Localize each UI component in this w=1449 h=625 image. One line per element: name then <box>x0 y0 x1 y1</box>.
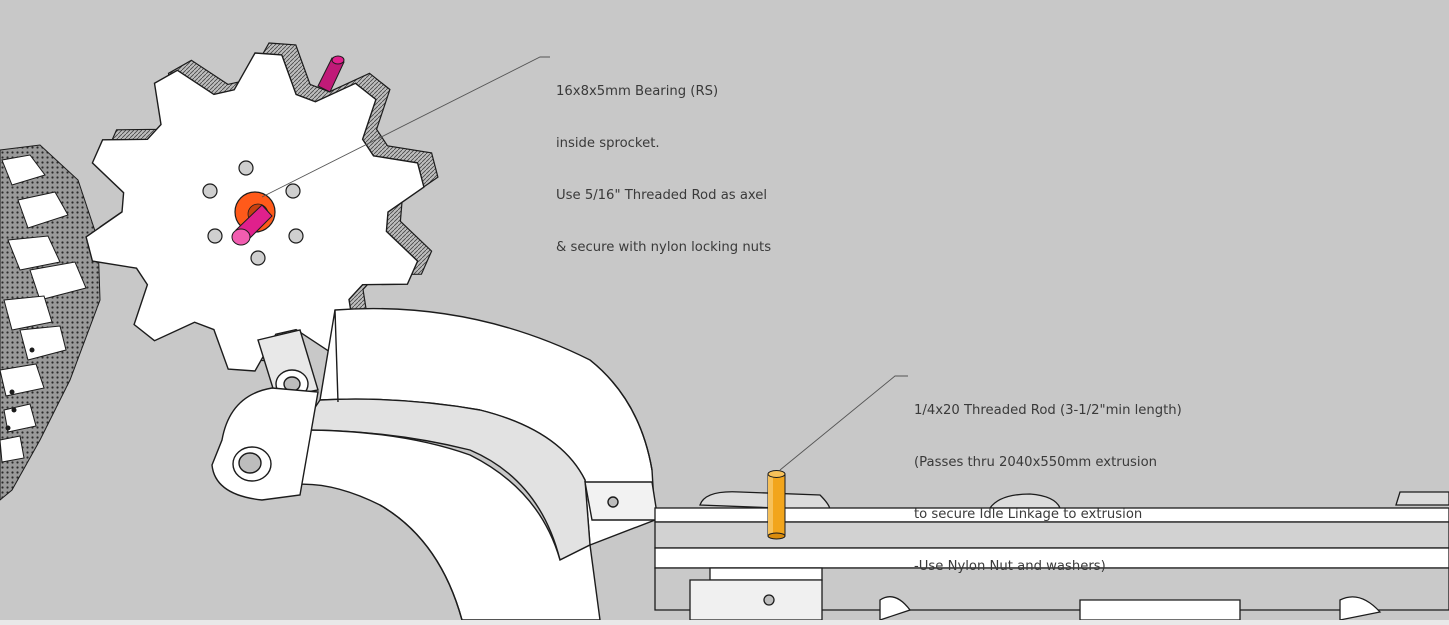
track-chain <box>0 144 101 501</box>
bearing-callout-line-3: Use 5/16" Threaded Rod as axel <box>556 188 768 204</box>
rod-callout-line-2: (Passes thru 2040x550mm extrusion <box>914 455 1158 471</box>
rod-leader-line <box>779 375 908 471</box>
sprocket-holes <box>202 160 304 266</box>
leader-lines <box>261 56 908 471</box>
bearing-callout-line-4: & secure with nylon locking nuts <box>556 240 772 256</box>
bearing-leader-line <box>261 56 550 198</box>
aluminum-extrusion <box>654 491 1449 621</box>
sprocket <box>85 42 439 372</box>
bearing-callout: 16x8x5mm Bearing (RS) inside sprocket. U… <box>556 48 771 292</box>
threaded-rod <box>767 470 786 540</box>
bearing-callout-line-1: 16x8x5mm Bearing (RS) <box>556 83 719 99</box>
rod-callout: 1/4x20 Threaded Rod (3-1/2"min length) (… <box>914 367 1182 611</box>
rod-callout-line-3: to secure Idle Linkage to extrusion <box>914 507 1143 523</box>
idle-linkage-arm <box>211 307 659 621</box>
rod-callout-line-1: 1/4x20 Threaded Rod (3-1/2"min length) <box>914 402 1182 418</box>
rod-callout-line-4: -Use Nylon Nut and washers) <box>914 559 1106 575</box>
bottom-edge <box>0 620 1449 625</box>
bearing-callout-line-2: inside sprocket. <box>556 136 660 152</box>
